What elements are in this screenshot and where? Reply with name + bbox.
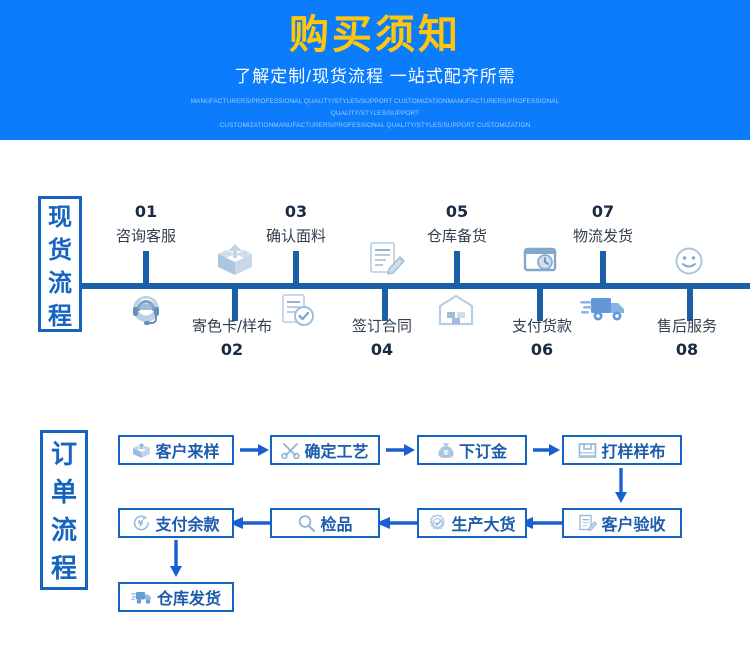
inspect-doc-icon <box>578 514 598 532</box>
step-num-08: 08 <box>675 340 699 359</box>
order-step-label: 下订金 <box>458 442 507 461</box>
order-flow-section: 订 单 流 程 客户来样 确定工艺 <box>0 400 750 650</box>
stock-flow-section: 现 货 流 程 01 咨询客服 寄色卡/样布 <box>0 140 750 390</box>
yuan-refund-icon: ¥ <box>132 514 151 532</box>
contract-sign-icon <box>365 240 407 285</box>
step-num-03: 03 <box>284 202 308 221</box>
timeline-tick-05 <box>454 251 460 283</box>
step-num-01: 01 <box>134 202 158 221</box>
header-english-line-2: CUSTOMIZATIONMANUFACTURERS/PROFESSIONAL … <box>219 122 531 129</box>
order-flow-label-c4: 程 <box>50 554 77 584</box>
order-step-bulk-production[interactable]: 生产大货 <box>417 508 527 538</box>
page-subtitle: 了解定制/现货流程 一站式配齐所需 <box>234 67 516 86</box>
order-step-customer-sample[interactable]: 客户来样 <box>118 435 234 465</box>
stock-flow-label-c2: 货 <box>48 236 72 264</box>
order-step-label: 仓库发货 <box>156 589 221 608</box>
order-flow-label-c1: 订 <box>50 440 77 470</box>
arrow-right-3 <box>533 443 561 462</box>
order-step-label: 打样样布 <box>601 442 666 461</box>
order-step-deposit[interactable]: ¥ 下订金 <box>417 435 527 465</box>
timeline-tick-07 <box>600 251 606 283</box>
order-step-inspection[interactable]: 检品 <box>270 508 380 538</box>
stock-flow-side-label: 现 货 流 程 <box>38 196 82 332</box>
order-step-label: 生产大货 <box>451 515 516 534</box>
arrow-right-2 <box>386 443 416 462</box>
step-num-02: 02 <box>220 340 244 359</box>
timeline-tick-03 <box>293 251 299 283</box>
page-header: 购买须知 了解定制/现货流程 一站式配齐所需 MANUFACTURERS/PRO… <box>0 0 750 140</box>
delivery-truck-icon <box>580 292 630 331</box>
step-label-06: 支付货款 <box>511 317 572 335</box>
money-bag-icon: ¥ <box>437 442 455 459</box>
scissors-icon <box>281 442 301 459</box>
order-flow-side-label: 订 单 流 程 <box>40 430 88 590</box>
order-flow-label-c2: 单 <box>50 478 77 508</box>
step-label-07: 物流发货 <box>572 227 633 245</box>
stock-flow-label-c1: 现 <box>48 203 72 231</box>
order-step-warehouse-shipping[interactable]: 仓库发货 <box>118 582 234 612</box>
magnifier-icon <box>297 514 316 532</box>
timeline-tick-02 <box>232 289 238 321</box>
step-num-04: 04 <box>370 340 394 359</box>
smiley-face-icon <box>674 246 704 281</box>
step-label-05: 仓库备货 <box>426 227 487 245</box>
step-label-01: 咨询客服 <box>115 227 176 245</box>
arrow-left-2 <box>375 516 419 535</box>
sample-box-icon <box>132 442 151 459</box>
step-label-04: 签订合同 <box>351 317 412 335</box>
timeline-tick-08 <box>687 289 693 321</box>
order-step-customer-acceptance[interactable]: 客户验收 <box>562 508 682 538</box>
warehouse-icon <box>436 292 476 333</box>
svg-text:¥: ¥ <box>138 519 144 528</box>
order-step-label: 支付余款 <box>155 515 220 534</box>
document-check-icon <box>278 292 316 335</box>
arrow-down-right <box>613 468 629 509</box>
header-english-caption: MANUFACTURERS/PROFESSIONAL QUALITY/STYLE… <box>150 96 600 132</box>
payment-card-icon <box>523 244 557 281</box>
order-step-label: 客户验收 <box>601 515 666 534</box>
arrow-down-left <box>168 540 184 583</box>
order-step-final-payment[interactable]: ¥ 支付余款 <box>118 508 234 538</box>
order-step-label: 客户来样 <box>155 442 220 461</box>
order-step-label: 检品 <box>320 515 353 534</box>
timeline-tick-06 <box>537 289 543 321</box>
box-open-icon <box>214 240 256 283</box>
stock-flow-label-c4: 程 <box>48 302 72 330</box>
page-title: 购买须知 <box>289 13 461 57</box>
gear-check-icon <box>428 514 447 532</box>
timeline-tick-04 <box>382 289 388 321</box>
arrow-right-1 <box>240 443 270 462</box>
timeline-tick-01 <box>143 251 149 283</box>
order-step-label: 确定工艺 <box>304 442 369 461</box>
svg-text:¥: ¥ <box>444 449 449 457</box>
step-num-05: 05 <box>445 202 469 221</box>
stock-flow-label-c3: 流 <box>48 269 72 297</box>
arrow-left-3 <box>228 516 272 535</box>
headset-icon <box>126 292 166 333</box>
header-english-line-1: MANUFACTURERS/PROFESSIONAL QUALITY/STYLE… <box>190 98 560 117</box>
order-flow-label-c3: 流 <box>50 516 77 546</box>
step-label-03: 确认面料 <box>265 227 326 245</box>
step-num-06: 06 <box>530 340 554 359</box>
step-num-07: 07 <box>591 202 615 221</box>
step-label-08: 售后服务 <box>656 317 717 335</box>
step-label-02: 寄色卡/样布 <box>191 317 273 335</box>
shipping-truck-icon <box>130 589 153 606</box>
swatch-icon <box>578 442 597 459</box>
order-step-confirm-craft[interactable]: 确定工艺 <box>270 435 380 465</box>
timeline-axis <box>82 283 750 289</box>
order-step-sample-making[interactable]: 打样样布 <box>562 435 682 465</box>
